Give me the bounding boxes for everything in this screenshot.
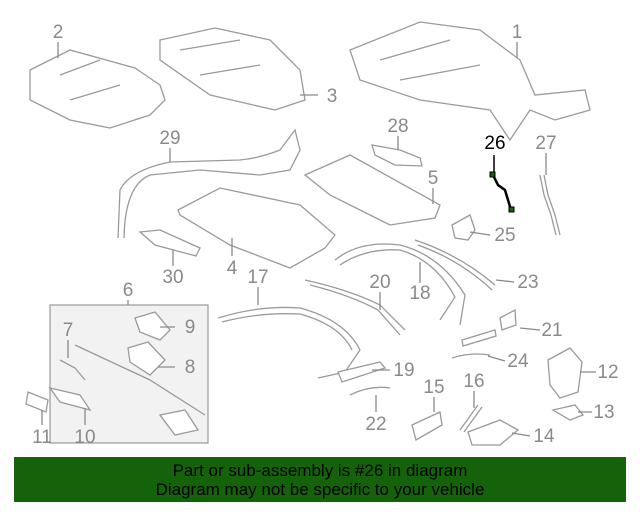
- callout-22[interactable]: 22: [365, 414, 386, 435]
- callout-5[interactable]: 5: [428, 168, 439, 189]
- callout-8[interactable]: 8: [185, 357, 196, 378]
- part-3-roof-panel: [159, 27, 306, 111]
- callout-26-highlighted[interactable]: 26: [484, 133, 505, 154]
- callout-29[interactable]: 29: [159, 128, 180, 149]
- part-27-cable: [539, 174, 561, 236]
- callout-28[interactable]: 28: [387, 116, 408, 137]
- part-4-headliner: [177, 187, 336, 269]
- part-21-brackets: [461, 308, 517, 347]
- part-10-bracket: [48, 386, 92, 412]
- banner-line-part: Part or sub-assembly is #26 in diagram: [172, 461, 468, 480]
- part-14-hinge: [467, 419, 520, 446]
- callout-7[interactable]: 7: [63, 320, 74, 341]
- part-11-bracket: [25, 391, 49, 413]
- callout-17[interactable]: 17: [247, 267, 268, 288]
- part-28-bracket: [371, 144, 423, 167]
- callout-6[interactable]: 6: [123, 280, 134, 301]
- callout-2[interactable]: 2: [53, 22, 64, 43]
- part-22-seal: [349, 386, 391, 396]
- callout-18[interactable]: 18: [409, 283, 430, 304]
- callout-9[interactable]: 9: [185, 317, 196, 338]
- part-1-roof-assembly: [349, 21, 591, 142]
- part-9-bracket: [134, 311, 171, 341]
- callout-23[interactable]: 23: [517, 272, 538, 293]
- part-26-cable-highlighted: [489, 171, 515, 213]
- callout-12[interactable]: 12: [597, 362, 618, 383]
- part-29-cable: [117, 128, 301, 239]
- callout-27[interactable]: 27: [535, 133, 556, 154]
- part-17-seal: [217, 306, 361, 379]
- part-16-strut: [459, 404, 483, 433]
- callout-10[interactable]: 10: [74, 427, 95, 448]
- callout-24[interactable]: 24: [507, 351, 529, 372]
- part-info-banner: Part or sub-assembly is #26 in diagram D…: [14, 457, 626, 502]
- callout-4[interactable]: 4: [227, 258, 238, 279]
- part-19-seal: [337, 361, 387, 383]
- callout-20[interactable]: 20: [369, 272, 390, 293]
- leader-lines: [41, 42, 596, 437]
- part-5-liner: [303, 154, 441, 226]
- part-18-seal: [334, 243, 466, 326]
- callout-14[interactable]: 14: [533, 426, 555, 447]
- callout-30[interactable]: 30: [162, 267, 183, 288]
- callout-25[interactable]: 25: [494, 225, 515, 246]
- callout-15[interactable]: 15: [423, 377, 444, 398]
- callout-21[interactable]: 21: [541, 320, 562, 341]
- callout-1[interactable]: 1: [512, 22, 523, 43]
- part-2-roof-panel: [29, 49, 166, 129]
- part-15-bracket: [411, 411, 443, 441]
- banner-line-disclaimer: Diagram may not be specific to your vehi…: [155, 480, 485, 499]
- part-13-bracket: [551, 404, 585, 421]
- part-7-linkage: [59, 344, 206, 436]
- part-30-bracket: [138, 229, 201, 257]
- callout-13[interactable]: 13: [593, 402, 614, 423]
- part-12-hinge: [547, 347, 583, 399]
- part-25-bracket: [451, 214, 476, 241]
- callout-11[interactable]: 11: [32, 427, 52, 448]
- part-24-seal: [451, 353, 491, 359]
- part-23-seal: [414, 239, 496, 291]
- callout-3[interactable]: 3: [327, 86, 338, 107]
- callout-16[interactable]: 16: [463, 371, 484, 392]
- part-8-motor: [127, 341, 166, 376]
- callout-19[interactable]: 19: [393, 360, 414, 381]
- callout-labels: 1 2 3 4 5 6 7 8 9 10 11 12 13 14 15 16 1…: [32, 22, 618, 448]
